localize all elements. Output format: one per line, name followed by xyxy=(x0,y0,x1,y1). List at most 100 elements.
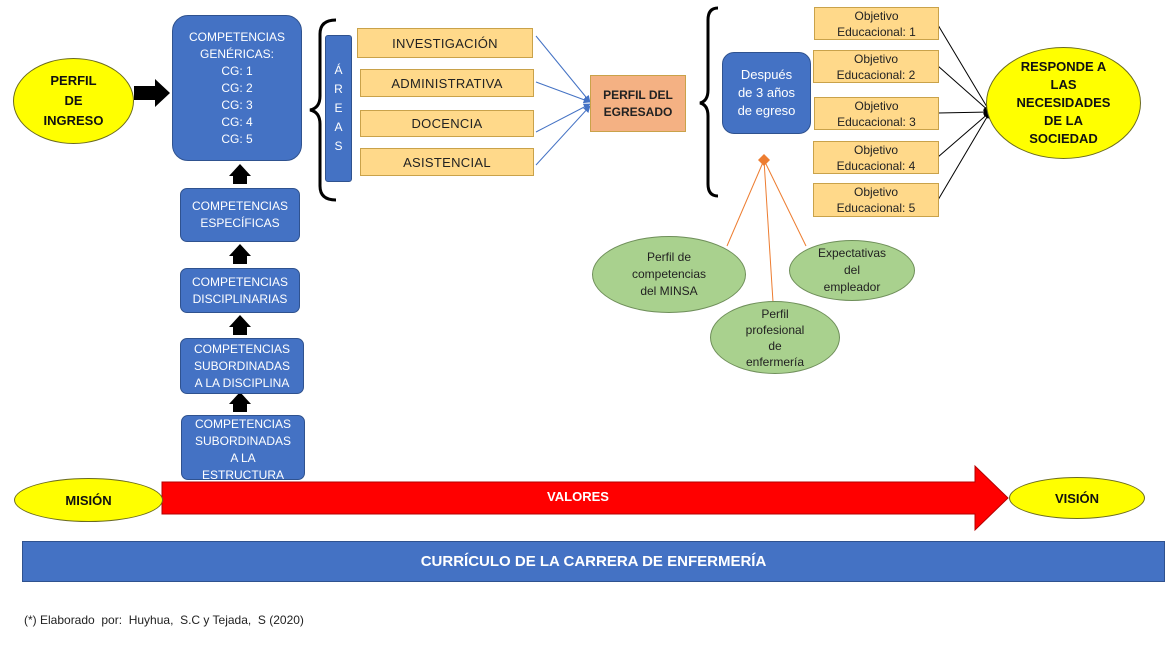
responde-line-2: LAS xyxy=(1050,77,1077,92)
objetivo-4-line-1: Objetivo xyxy=(853,142,899,157)
minsa-line-3: del MINSA xyxy=(640,284,698,298)
line-obj-5 xyxy=(937,111,991,201)
areas-letter: A xyxy=(334,120,343,134)
perfil-ingreso-line-2: DE xyxy=(64,93,83,108)
objetivo-educacional-2: Objetivo Educacional: 2 xyxy=(813,50,939,83)
areas-letter: E xyxy=(334,101,343,115)
arrow-investigacion xyxy=(535,35,591,103)
vision-ellipse: VISIÓN xyxy=(1009,477,1145,519)
minsa-line-1: Perfil de xyxy=(646,250,692,264)
enfermeria-line-1: Perfil xyxy=(761,306,789,321)
responde-necesidades-ellipse: RESPONDE A LAS NECESIDADES DE LA SOCIEDA… xyxy=(986,47,1141,159)
line-enfermeria xyxy=(763,159,774,303)
area-administrativa: ADMINISTRATIVA xyxy=(360,69,534,97)
perfil-ingreso-line-1: PERFIL xyxy=(50,73,97,88)
objetivo-educacional-5: Objetivo Educacional: 5 xyxy=(813,183,939,217)
sub-disciplina-line-2: SUBORDINADAS xyxy=(193,358,291,373)
especificas-line-2: ESPECÍFICAS xyxy=(200,216,280,230)
despues-line-2: de 3 años xyxy=(737,85,796,100)
objetivo-educacional-3: Objetivo Educacional: 3 xyxy=(814,97,939,130)
objetivo-5-line-2: Educacional: 5 xyxy=(836,201,916,215)
ingreso-arrow xyxy=(134,79,170,107)
line-obj-4 xyxy=(937,111,991,158)
areas-letter: R xyxy=(334,82,343,96)
competencias-subordinadas-disciplina-box: COMPETENCIAS SUBORDINADAS A LA DISCIPLIN… xyxy=(180,338,304,394)
genericas-item: CG: 5 xyxy=(221,131,253,146)
areas-letter: Á xyxy=(334,63,343,77)
areas-brace xyxy=(309,18,337,202)
area-docencia: DOCENCIA xyxy=(360,110,534,137)
objetivo-3-line-1: Objetivo xyxy=(854,98,899,113)
genericas-item: CG: 3 xyxy=(221,97,253,112)
responde-line-3: NECESIDADES xyxy=(1016,95,1111,110)
genericas-item: CG: 2 xyxy=(221,80,253,95)
curriculo-banner: CURRÍCULO DE LA CARRERA DE ENFERMERÍA xyxy=(22,541,1165,582)
sub-estructura-line-3: A LA xyxy=(230,451,256,465)
especificas-line-1: COMPETENCIAS xyxy=(191,199,288,213)
sub-estructura-line-1: COMPETENCIAS xyxy=(194,417,291,431)
enfermeria-line-2: profesional xyxy=(745,322,805,337)
areas-letter: S xyxy=(334,139,343,153)
perfil-enfermeria-ellipse: Perfil profesional de enfermería xyxy=(710,301,840,374)
up-arrow-3 xyxy=(229,315,251,335)
despues-egreso-box: Después de 3 años de egreso xyxy=(722,52,811,134)
genericas-title-1: COMPETENCIAS xyxy=(188,29,285,44)
up-arrow-4 xyxy=(229,392,251,412)
disciplinarias-line-1: COMPETENCIAS xyxy=(191,274,288,289)
line-empleador xyxy=(763,159,807,247)
egresado-brace xyxy=(699,6,719,198)
disciplinarias-line-2: DISCIPLINARIAS xyxy=(192,291,288,306)
up-arrow-1 xyxy=(229,164,251,184)
valores-arrow xyxy=(161,464,1009,532)
expectativas-empleador-ellipse: Expectativas del empleador xyxy=(789,240,915,301)
genericas-title-2: GENÉRICAS: xyxy=(199,46,274,61)
areas-bar: Á R E A S xyxy=(325,35,352,182)
perfil-minsa-ellipse: Perfil de competencias del MINSA xyxy=(592,236,746,313)
competencias-disciplinarias-box: COMPETENCIAS DISCIPLINARIAS xyxy=(180,268,300,313)
empleador-line-2: del xyxy=(843,263,860,277)
despues-line-3: de egreso xyxy=(737,103,796,118)
area-asistencial: ASISTENCIAL xyxy=(360,148,534,176)
area-investigacion: INVESTIGACIÓN xyxy=(357,28,533,58)
objetivo-2-line-2: Educacional: 2 xyxy=(836,67,916,82)
line-minsa xyxy=(726,159,765,247)
genericas-item: CG: 1 xyxy=(221,63,253,78)
sub-estructura-line-2: SUBORDINADAS xyxy=(194,434,292,448)
up-arrow-2 xyxy=(229,244,251,264)
objetivo-4-line-2: Educacional: 4 xyxy=(836,158,916,173)
footnote: (*) Elaborado por: Huyhua, S.C y Tejada,… xyxy=(24,613,304,627)
objetivo-1-line-1: Objetivo xyxy=(854,8,899,23)
line-obj-2 xyxy=(937,65,991,113)
despues-line-1: Después xyxy=(740,67,793,82)
genericas-item: CG: 4 xyxy=(221,114,253,129)
perfil-ingreso-ellipse: PERFIL DE INGRESO xyxy=(13,58,134,144)
competencias-subordinadas-estructura-box: COMPETENCIAS SUBORDINADAS A LA ESTRUCTUR… xyxy=(181,415,305,480)
perfil-egresado-box: PERFIL DEL EGRESADO xyxy=(590,75,686,132)
arrow-administrativa xyxy=(535,81,591,104)
line-obj-3 xyxy=(937,108,991,116)
objetivo-2-line-1: Objetivo xyxy=(853,51,899,66)
perfil-egresado-line-1: PERFIL DEL xyxy=(603,87,673,102)
objetivo-1-line-2: Educacional: 1 xyxy=(837,24,916,39)
valores-label: VALORES xyxy=(547,489,609,504)
arrow-asistencial xyxy=(535,105,591,166)
arrow-docencia xyxy=(535,103,591,133)
sub-disciplina-line-1: COMPETENCIAS xyxy=(193,341,290,356)
enfermeria-line-4: enfermería xyxy=(745,354,805,369)
competencias-especificas-box: COMPETENCIAS ESPECÍFICAS xyxy=(180,188,300,242)
empleador-line-1: Expectativas xyxy=(817,246,887,260)
enfermeria-line-3: de xyxy=(768,338,782,353)
objetivo-educacional-1: Objetivo Educacional: 1 xyxy=(814,7,939,40)
competencias-genericas-box: COMPETENCIAS GENÉRICAS: CG: 1 CG: 2 CG: … xyxy=(172,15,302,161)
objetivo-5-line-1: Objetivo xyxy=(853,185,899,199)
mision-ellipse: MISIÓN xyxy=(14,478,163,522)
responde-line-5: SOCIEDAD xyxy=(1029,131,1098,146)
responde-line-4: DE LA xyxy=(1044,113,1083,128)
sub-disciplina-line-3: A LA DISCIPLINA xyxy=(194,375,290,390)
line-obj-1 xyxy=(937,24,991,113)
minsa-line-2: competencias xyxy=(631,267,707,281)
objetivo-educacional-4: Objetivo Educacional: 4 xyxy=(813,141,939,174)
responde-line-1: RESPONDE A xyxy=(1020,59,1107,74)
